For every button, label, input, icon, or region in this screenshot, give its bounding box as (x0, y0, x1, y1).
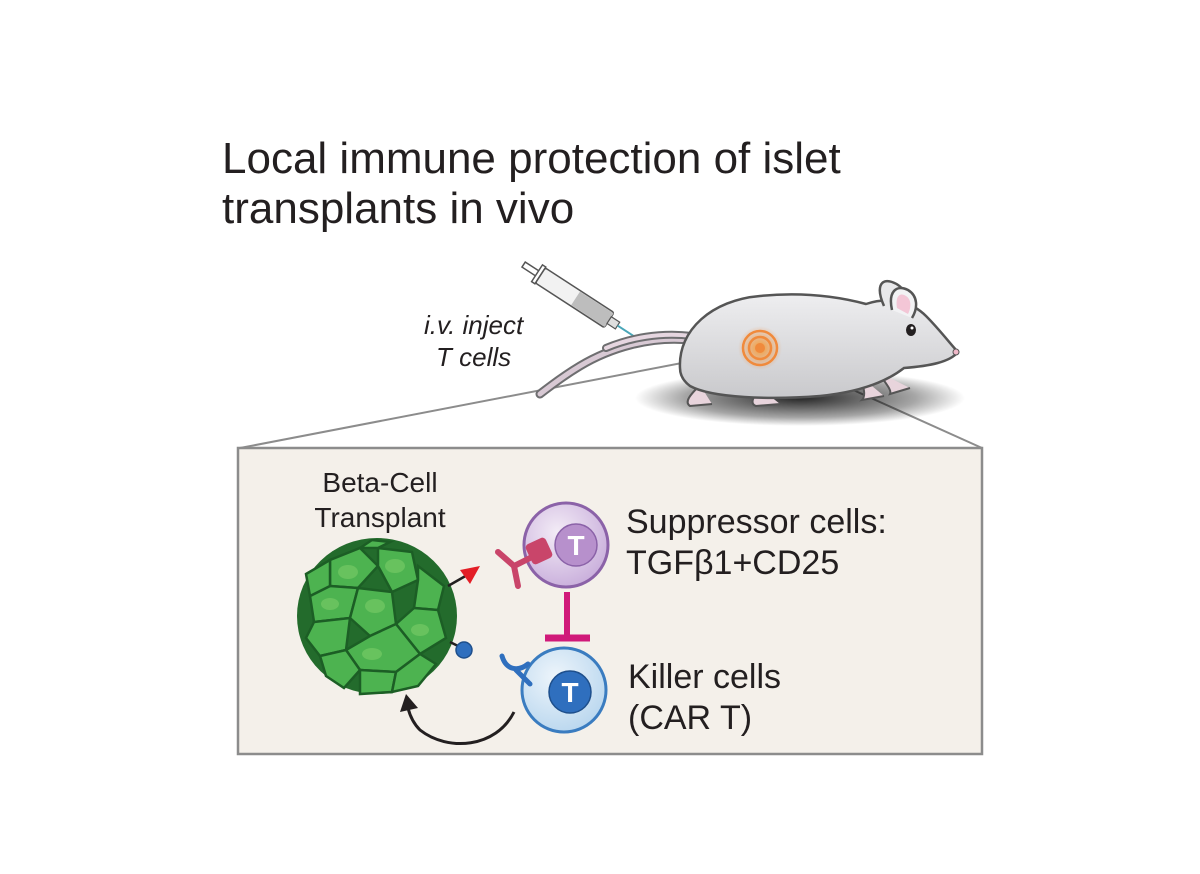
transplant-site-ring (741, 329, 779, 367)
killer-label-line-1: Killer cells (628, 658, 781, 696)
antigen-arrow-head (460, 566, 480, 584)
transplant-label-line-1: Beta-Cell (322, 467, 437, 498)
syringe-icon (520, 261, 637, 339)
suppressor-cell: T (495, 501, 610, 589)
inhibition-icon (545, 592, 590, 642)
mouse-eye (906, 324, 916, 336)
injection-label-line-1: i.v. inject (424, 310, 525, 340)
car-receptor-icon (499, 653, 533, 687)
suppressor-cell-letter: T (567, 530, 584, 561)
cycle-arrow-head (400, 694, 418, 712)
zoom-line-left (239, 347, 761, 449)
antigen-dot (455, 641, 473, 659)
killer-cell: T (499, 646, 608, 734)
killer-cell-letter: T (561, 677, 578, 708)
t-cell-icon-killer (548, 670, 592, 714)
receptor-icon (495, 537, 553, 589)
t-cell-icon (554, 523, 598, 567)
title-line-1: Local immune protection of islet (222, 134, 841, 183)
cycle-arrow-icon (406, 707, 516, 746)
suppressor-label-line-1: Suppressor cells: (626, 503, 887, 541)
suppressor-label-line-2: TGFβ1+CD25 (626, 544, 839, 582)
title-line-2: transplants in vivo (222, 184, 574, 233)
injection-label-line-2: T cells (436, 342, 511, 372)
transplant-site-icon (755, 343, 765, 353)
killer-label-line-2: (CAR T) (628, 699, 752, 737)
islet-cluster-icon (297, 538, 457, 696)
transplant-label-line-2: Transplant (314, 502, 445, 533)
mouse-nose (952, 348, 960, 356)
mouse-icon (535, 279, 965, 426)
